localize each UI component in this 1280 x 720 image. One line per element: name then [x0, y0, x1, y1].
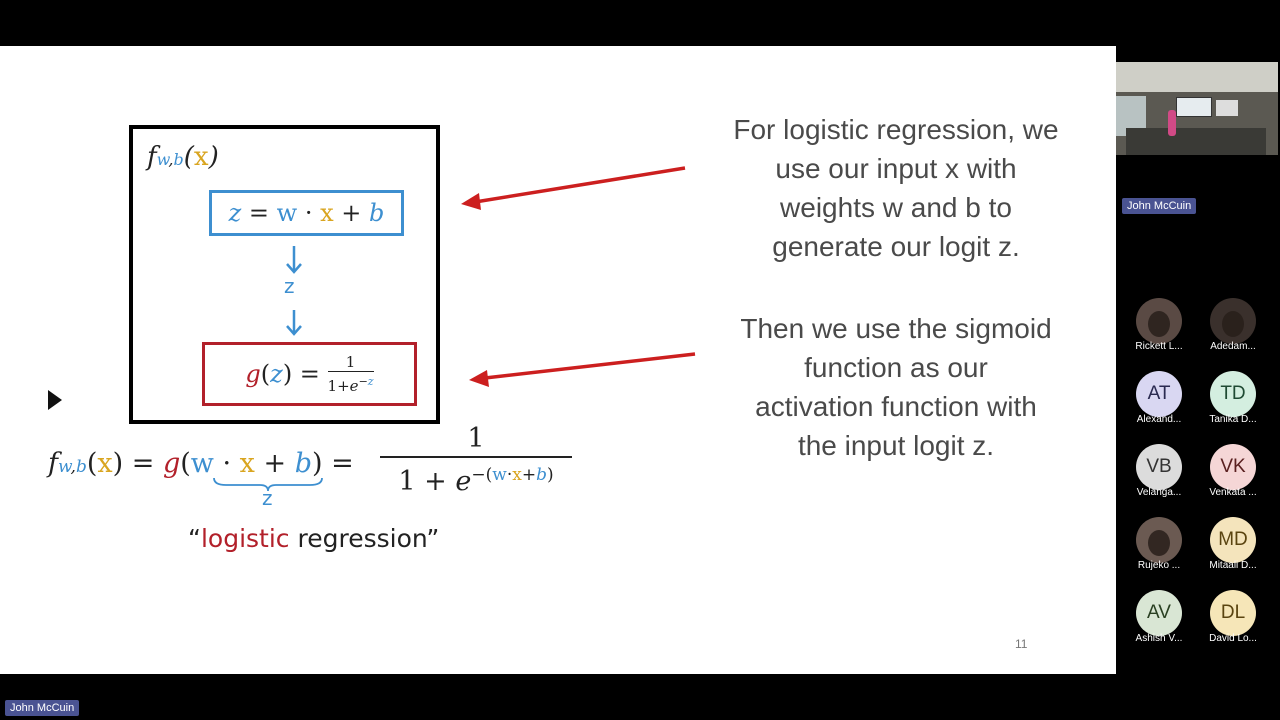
participant-photo — [1136, 298, 1182, 344]
participant-name: Rujeko ... — [1137, 560, 1181, 571]
participant-name: Mitaali D... — [1209, 560, 1257, 571]
face-icon — [1222, 311, 1244, 337]
participant-avatar: MD — [1210, 517, 1256, 563]
linear-combination-box: z = w · x + b — [209, 190, 404, 236]
presenter-figure — [1168, 110, 1176, 136]
formula-fraction: 1 1 + e−(w·x+b) — [380, 422, 572, 499]
pointer-arrows — [461, 166, 696, 387]
participant-photo — [1210, 298, 1256, 344]
callout-text-1: For logistic regression, we use our inpu… — [733, 114, 1059, 262]
flow-arrows — [286, 246, 302, 336]
face-icon — [1148, 530, 1170, 556]
participant-avatar: VB — [1136, 444, 1182, 490]
logistic-regression-caption: “logistic regression” — [188, 524, 440, 553]
full-formula: fw,b(x) = g(w · x + b) = — [48, 448, 354, 479]
participant-avatar: AT — [1136, 371, 1182, 417]
participant-tile[interactable]: Rujeko ... — [1126, 517, 1192, 577]
participant-name: Venkata ... — [1209, 487, 1257, 498]
underbrace — [213, 477, 323, 492]
vec-w-sub: w — [156, 150, 169, 169]
active-speaker-name-badge: John McCuin — [5, 700, 80, 716]
classroom-screen — [1176, 97, 1212, 117]
participant-name: Rickett L... — [1135, 341, 1183, 352]
slide-area: fw,b(x) z = w · x + b z g(z) = 1 1+e−z f… — [0, 46, 1116, 674]
participant-name: Velanga... — [1136, 487, 1182, 498]
participant-name: Alexand... — [1136, 414, 1182, 425]
cursor-marker-icon — [48, 390, 62, 410]
callout-text-2: Then we use the sigmoid function as our … — [740, 313, 1052, 461]
participant-name: Tanika D... — [1209, 414, 1257, 425]
underbrace-z-label: z — [262, 486, 273, 510]
participant-avatar: TD — [1210, 371, 1256, 417]
red-arrow-1 — [474, 166, 686, 204]
sigmoid-box: g(z) = 1 1+e−z — [202, 342, 417, 406]
participant-avatar: DL — [1210, 590, 1256, 636]
function-label: fw,b(x) — [147, 142, 219, 172]
page-number: 11 — [1015, 637, 1028, 651]
participant-photo — [1136, 517, 1182, 563]
presenter-video[interactable] — [1116, 62, 1278, 155]
logit-z-label: z — [284, 274, 295, 298]
participant-avatar: VK — [1210, 444, 1256, 490]
participant-avatar: AV — [1136, 590, 1182, 636]
participant-name: Ashish V... — [1135, 633, 1183, 644]
participant-name: David Lo... — [1209, 633, 1257, 644]
face-icon — [1148, 311, 1170, 337]
participant-name: Adedam... — [1210, 341, 1256, 352]
red-arrow-2 — [484, 352, 696, 380]
participant-tile[interactable]: Adedam... — [1200, 298, 1266, 358]
presenter-name-badge: John McCuin — [1122, 198, 1197, 214]
participant-tile[interactable]: Rickett L... — [1126, 298, 1192, 358]
model-diagram-box — [129, 125, 440, 424]
